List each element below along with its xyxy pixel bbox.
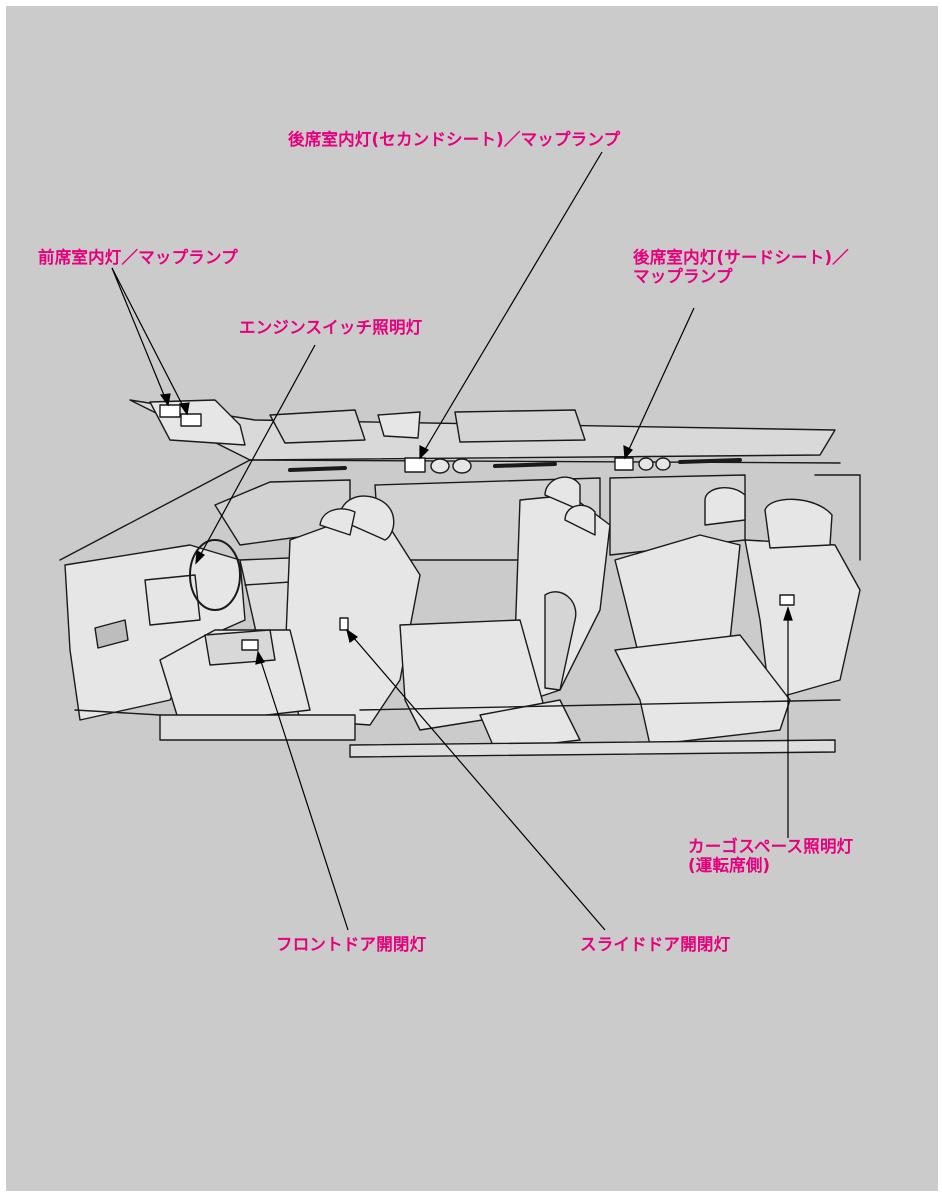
third-headrest-right	[764, 498, 833, 549]
front-door-light-marker	[241, 639, 259, 651]
arrow-front-left	[159, 393, 171, 407]
third-seat-back-left	[614, 534, 741, 661]
floor-rail-front	[159, 714, 356, 741]
third-row-lamp	[614, 457, 634, 471]
a-pillar	[59, 459, 251, 561]
leader-front-left	[111, 267, 169, 406]
leader-slide-door	[346, 629, 606, 931]
arrow-rear-second	[419, 445, 430, 460]
overhead-console	[377, 411, 421, 439]
front-map-lamp-right	[180, 413, 202, 427]
arrow-cargo	[783, 606, 793, 621]
leader-front-right	[111, 267, 188, 415]
front-door-light-panel	[204, 629, 276, 666]
dash-vent	[94, 619, 129, 649]
label-engine-switch-light: エンジンスイッチ照明灯	[239, 318, 423, 337]
grab-handle-3	[678, 458, 742, 464]
label-rear-light-third-line1: 後席室内灯(サードシート)／	[633, 248, 849, 267]
label-rear-light-second-row: 後席室内灯(セカンドシート)／マップランプ	[288, 130, 621, 149]
arrow-front-door	[255, 650, 265, 665]
label-cargo-space-light: カーゴスペース照明灯 (運転席側)	[688, 837, 853, 875]
middle-seat-legs	[479, 699, 581, 751]
leader-rear-third	[624, 307, 695, 459]
grab-handle-1	[288, 466, 347, 472]
grab-handle-2	[493, 462, 557, 468]
arrow-slide-door	[346, 628, 359, 644]
label-rear-light-third-row: 後席室内灯(サードシート)／ マップランプ	[633, 248, 849, 286]
second-row-lamp-round-1	[430, 458, 450, 474]
center-console	[144, 574, 201, 626]
third-headrest-left	[704, 487, 746, 526]
second-row-lamp	[404, 457, 426, 473]
label-cargo-line1: カーゴスペース照明灯	[688, 837, 854, 856]
middle-headrest-2	[564, 504, 596, 536]
front-map-lamp-left	[159, 404, 181, 418]
roof-edge	[249, 459, 841, 464]
floor-rail-mid	[359, 699, 841, 711]
label-front-light: 前席室内灯／マップランプ	[38, 248, 238, 267]
label-front-door-light: フロントドア開閉灯	[276, 935, 427, 954]
label-rear-light-third-line2: マップランプ	[633, 267, 733, 286]
slide-door-light-marker	[339, 617, 349, 631]
sunroof-front	[269, 409, 366, 444]
middle-headrest	[544, 476, 581, 511]
label-slide-door-light: スライドドア開閉灯	[580, 935, 731, 954]
leader-engine-switch	[195, 344, 316, 564]
arrow-engine-switch	[195, 550, 205, 565]
arrow-rear-third	[623, 444, 633, 460]
leader-front-door	[257, 651, 349, 931]
third-row-lamp-round-1	[638, 457, 654, 471]
front-headrest	[339, 495, 395, 541]
third-seat-back-right	[744, 539, 861, 701]
floor-rail-front-edge	[74, 709, 161, 716]
rear-pillar	[814, 474, 861, 561]
floor-rail-long	[349, 739, 836, 758]
arrow-front-right	[178, 402, 190, 416]
sunroof-rear	[454, 409, 586, 443]
third-row-lamp-round-2	[655, 457, 671, 471]
steering-wheel	[189, 539, 241, 611]
label-cargo-line2: (運転席側)	[688, 856, 771, 875]
leader-rear-second	[419, 151, 603, 459]
third-seat-cushion	[614, 634, 791, 746]
cargo-light-marker	[779, 594, 795, 606]
middle-armrest	[544, 591, 577, 691]
front-headrest-left	[319, 508, 356, 536]
second-row-lamp-round-2	[452, 458, 472, 474]
